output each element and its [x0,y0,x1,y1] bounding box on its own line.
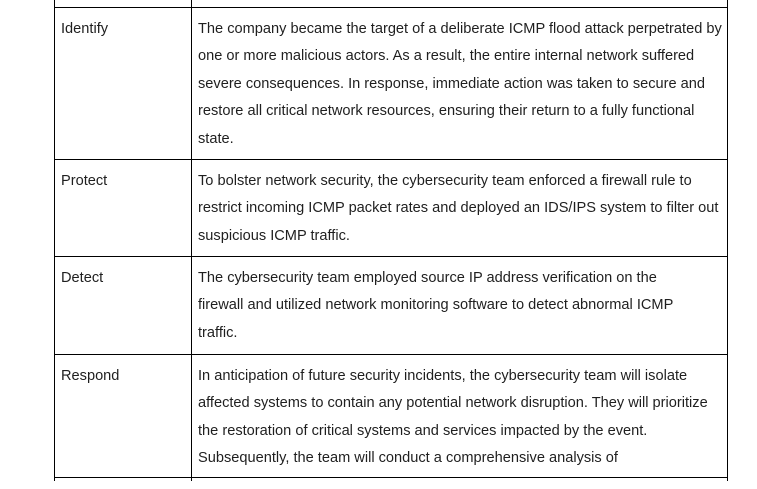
nist-framework-table: Identify The company became the target o… [54,0,728,481]
table-row-identify: Identify The company became the target o… [54,7,728,160]
table-cell-text-partial [191,0,728,8]
row-label-respond: Respond [54,354,192,481]
table-cell-label-partial [54,0,192,8]
row-text-respond: In anticipation of future security incid… [191,354,728,481]
row-label-detect: Detect [54,256,192,355]
row-label-protect: Protect [54,159,192,257]
table-row-top-partial [54,0,728,8]
table-row-detect: Detect The cybersecurity team employed s… [54,256,728,355]
row-label-identify: Identify [54,7,192,160]
row-text-identify: The company became the target of a delib… [191,7,728,160]
table-row-protect: Protect To bolster network security, the… [54,159,728,257]
row-text-detect: The cybersecurity team employed source I… [191,256,728,355]
table-row-respond: Respond In anticipation of future securi… [54,354,728,481]
row-text-protect: To bolster network security, the cyberse… [191,159,728,257]
table-bottom-border [54,477,727,478]
